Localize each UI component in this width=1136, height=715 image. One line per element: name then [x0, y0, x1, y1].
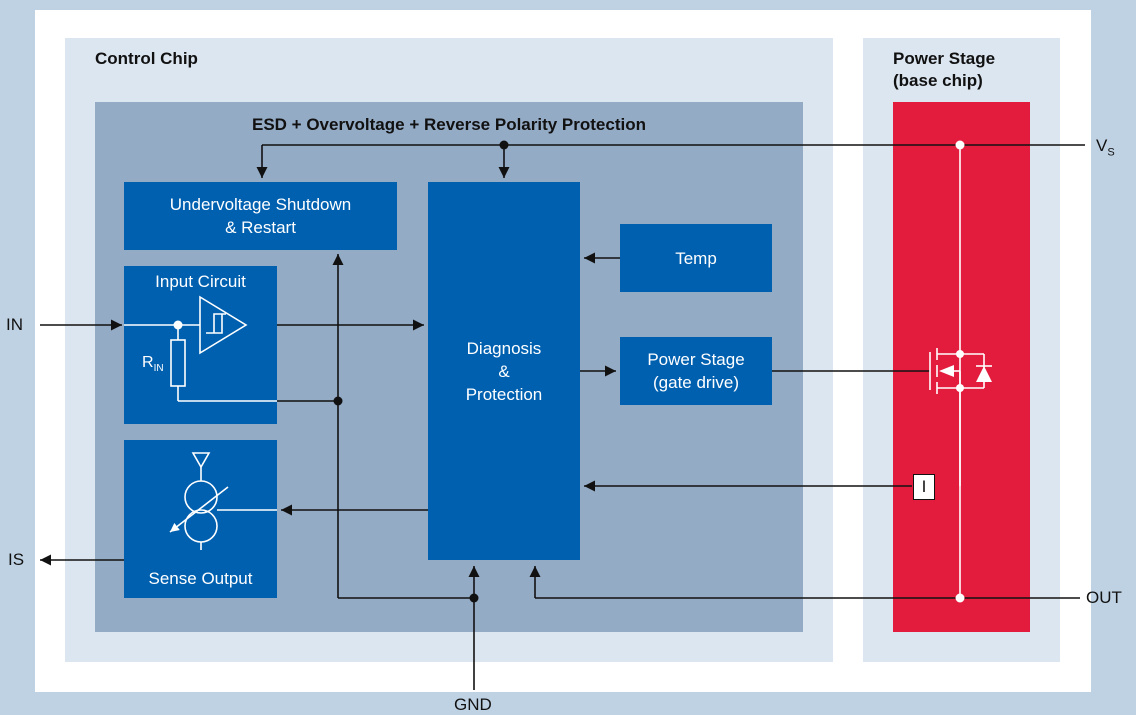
pin-is-label: IS — [8, 550, 25, 569]
current-sense-label: I — [921, 477, 927, 496]
control-chip-title: Control Chip — [95, 49, 198, 68]
sense-output-label: Sense Output — [148, 569, 253, 588]
current-sense-box: I — [913, 474, 935, 500]
current-source-symbol — [184, 480, 218, 514]
pin-gnd-label: GND — [454, 695, 492, 714]
temp-block: Temp — [620, 224, 772, 292]
out-junction-right — [955, 593, 965, 603]
rin-resistor — [170, 339, 186, 387]
vs-junction — [499, 140, 509, 150]
sense-supply-arrow — [191, 452, 211, 469]
pin-vs-label: VS — [1096, 136, 1115, 159]
input-circuit-label: Input Circuit — [155, 272, 246, 291]
rin-label: RIN — [142, 354, 164, 375]
pin-out-label: OUT — [1086, 588, 1122, 607]
power-stage-title: Power Stage (base chip) — [893, 49, 996, 90]
pin-in-label: IN — [6, 315, 23, 334]
gnd-junction — [333, 396, 343, 406]
undervoltage-block: Undervoltage Shutdown & Restart — [124, 182, 397, 250]
gate-drive-block: Power Stage (gate drive) — [620, 337, 772, 405]
body-diode-symbol — [976, 366, 992, 382]
gnd-bus-junction — [469, 593, 479, 603]
power-stage-red-block — [893, 102, 1030, 632]
schmitt-trigger-symbol — [199, 295, 248, 355]
protection-title: ESD + Overvoltage + Reverse Polarity Pro… — [252, 115, 646, 134]
diagnosis-protection-block: Diagnosis & Protection — [428, 182, 580, 560]
vs-junction-right — [955, 140, 965, 150]
